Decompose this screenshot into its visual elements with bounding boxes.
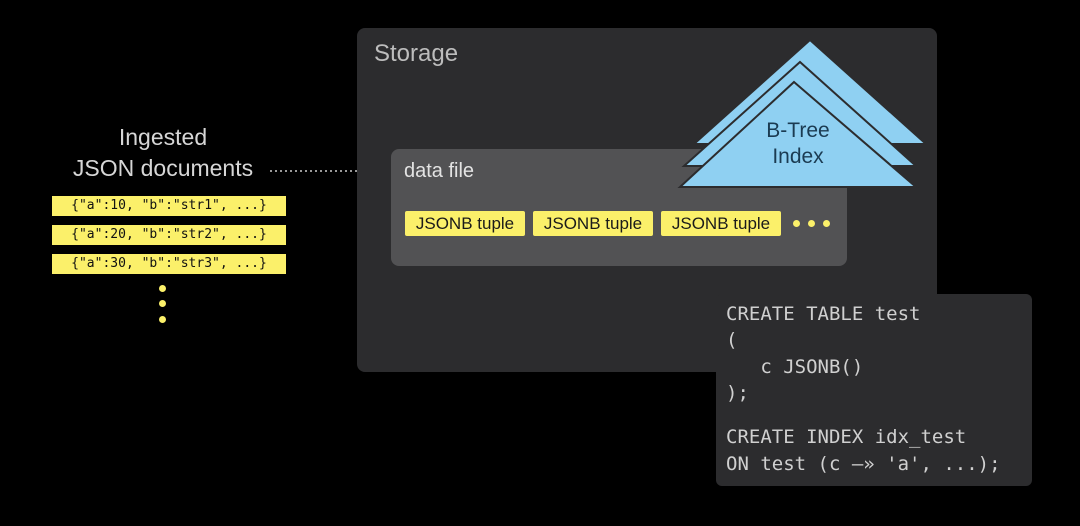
sql-line-5: CREATE INDEX idx_test — [726, 426, 967, 448]
sql-line-2: ( — [726, 329, 738, 351]
more-tuples-dot-3 — [823, 220, 830, 227]
btree-label-line2: Index — [772, 145, 824, 168]
btree-index-icon — [677, 38, 929, 188]
json-document-3: {"a":30, "b":"str3", ...} — [52, 254, 286, 274]
more-documents-dot-2 — [159, 300, 166, 307]
storage-label: Storage — [374, 40, 459, 67]
more-tuples-dot-2 — [808, 220, 815, 227]
sql-line-1: CREATE TABLE test — [726, 303, 921, 325]
jsonb-tuple-2: JSONB tuple — [533, 211, 653, 236]
sql-line-6: ON test (c —» 'a', ...); — [726, 453, 1001, 475]
json-document-2: {"a":20, "b":"str2", ...} — [52, 225, 286, 245]
more-documents-dot-3 — [159, 316, 166, 323]
ingested-json-title: Ingested JSON documents — [40, 122, 286, 184]
ingested-title-line1: Ingested — [118, 124, 208, 150]
btree-label-line1: B-Tree — [766, 119, 830, 142]
more-documents-dot-1 — [159, 285, 166, 292]
data-file-label: data file — [404, 160, 475, 182]
jsonb-tuple-3: JSONB tuple — [661, 211, 781, 236]
sql-line-4: ); — [726, 382, 749, 404]
more-tuples-dot-1 — [793, 220, 800, 227]
btree-index-label: B-Tree Index — [740, 118, 856, 170]
json-document-1: {"a":10, "b":"str1", ...} — [52, 196, 286, 216]
sql-line-3: c JSONB() — [726, 356, 864, 378]
sql-code-panel — [716, 294, 1032, 486]
ingested-title-line2: JSON documents — [72, 155, 254, 181]
jsonb-tuple-1: JSONB tuple — [405, 211, 525, 236]
